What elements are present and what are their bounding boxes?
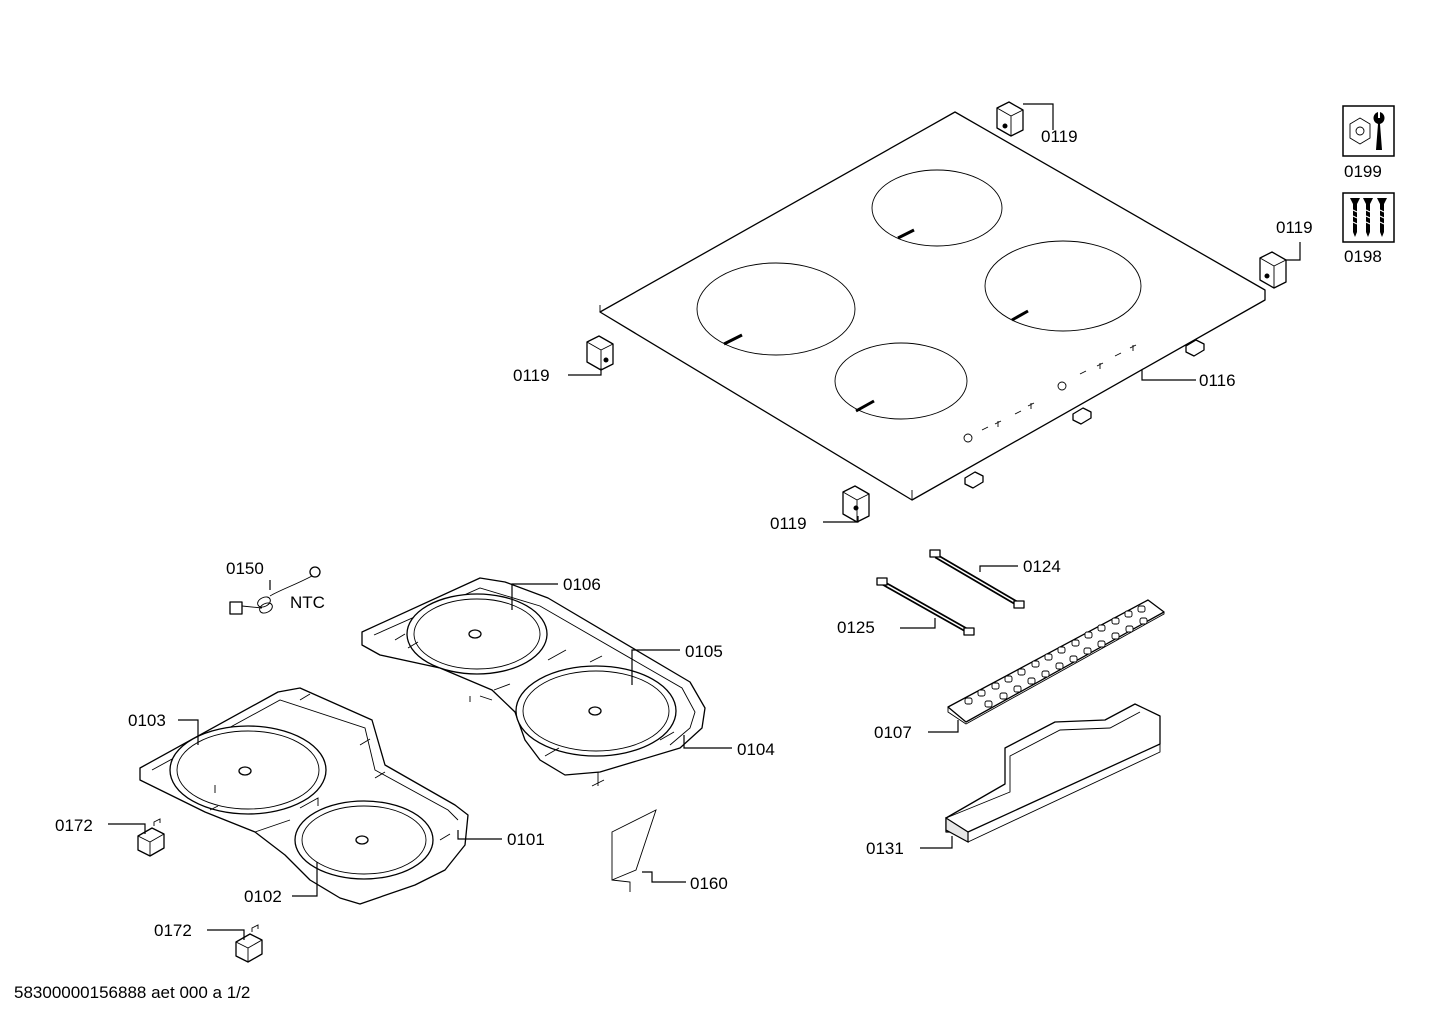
hob-clamp-left	[586, 335, 614, 371]
label-0101: 0101	[507, 830, 545, 849]
label-0160: 0160	[690, 874, 728, 893]
heater-tray-right	[361, 577, 706, 787]
mounting-clip-lower	[235, 924, 263, 963]
label-0119-bottom: 0119	[770, 514, 807, 533]
cooking-zone-front-left	[696, 262, 856, 356]
hob-clamp-right	[1259, 251, 1287, 289]
screws-icon	[1342, 192, 1395, 243]
label-0199: 0199	[1344, 162, 1382, 181]
front-trim-strip	[945, 703, 1161, 844]
control-board	[947, 599, 1165, 725]
label-0172-upper: 0172	[55, 816, 93, 835]
label-0119-right: 0119	[1276, 218, 1313, 237]
label-0103: 0103	[128, 711, 166, 730]
label-0107: 0107	[874, 723, 912, 742]
cooking-zone-rear-left	[871, 169, 1003, 247]
label-0131: 0131	[866, 839, 904, 858]
label-ntc: NTC	[290, 593, 325, 612]
label-0125: 0125	[837, 618, 875, 637]
label-0119-top: 0119	[1041, 127, 1078, 146]
heater-tray-left	[139, 687, 469, 905]
label-0172-lower: 0172	[154, 921, 192, 940]
label-0150: 0150	[226, 559, 264, 578]
mounting-clip-upper	[137, 818, 165, 857]
glass-ceramic-hob	[599, 111, 1266, 501]
label-0198: 0198	[1344, 247, 1382, 266]
label-0105: 0105	[685, 642, 723, 661]
label-0106: 0106	[563, 575, 601, 594]
label-0102: 0102	[244, 887, 282, 906]
ribbon-cable-0125	[876, 577, 975, 636]
label-0116: 0116	[1199, 371, 1236, 390]
hob-clamp-top	[996, 101, 1024, 137]
ntc-sensor	[229, 566, 321, 615]
cooking-zone-front-right	[834, 342, 968, 420]
label-0119-left: 0119	[513, 366, 550, 385]
ribbon-cable-0124	[929, 549, 1025, 609]
label-0124: 0124	[1023, 557, 1061, 576]
wrench-nut-icon	[1342, 105, 1395, 157]
drawing-reference-footer: 58300000156888 aet 000 a 1/2	[14, 983, 250, 1002]
cooking-zone-rear-right	[984, 240, 1142, 332]
hob-clamp-bottom	[842, 485, 870, 523]
label-0104: 0104	[737, 740, 775, 759]
wire-bracket	[611, 809, 657, 892]
